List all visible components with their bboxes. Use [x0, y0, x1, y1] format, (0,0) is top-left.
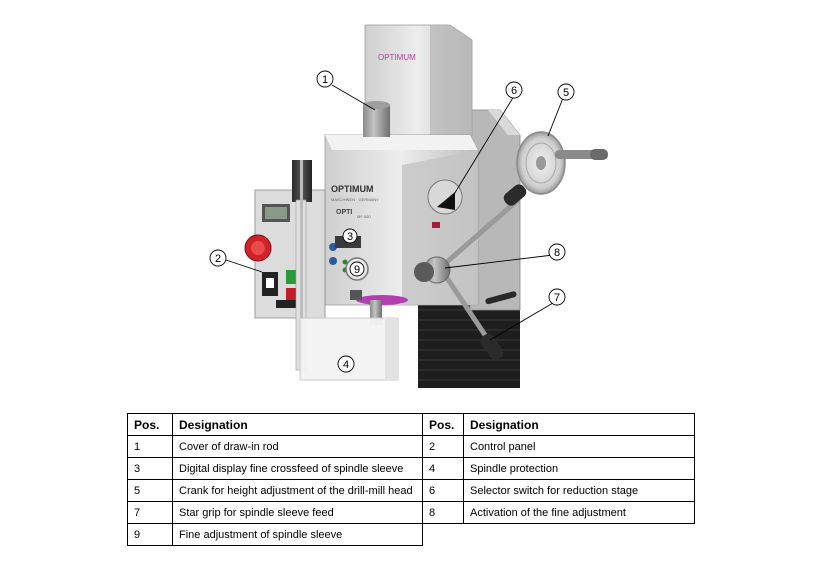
table-row: 1 Cover of draw-in rod 2 Control panel: [127, 435, 695, 458]
svg-text:6: 6: [511, 85, 517, 97]
table-cell-pos: 1: [127, 435, 173, 458]
machine-illustration: OPTIMUM OPTIMUM MASCHINEN · GERMANY OPTI…: [209, 24, 608, 388]
star-grip: [414, 184, 527, 361]
callout-1: 1: [316, 70, 334, 88]
callouts: 1 2 3 4 5 6 7: [209, 70, 575, 373]
drill-mill-drawing: OPTIMUM OPTIMUM MASCHINEN · GERMANY OPTI…: [209, 24, 608, 388]
height-crank-handwheel: [516, 131, 608, 195]
svg-text:7: 7: [554, 292, 560, 304]
start-button: [286, 270, 298, 284]
table-row: 7 Star grip for spindle sleeve feed 8 Ac…: [127, 501, 695, 524]
table-cell-designation: Star grip for spindle sleeve feed: [172, 501, 423, 524]
table-header-row: Pos. Designation Pos. Designation: [127, 413, 695, 436]
svg-text:9: 9: [354, 264, 360, 276]
callout-4: 4: [337, 355, 355, 373]
table-cell-pos: 7: [127, 501, 173, 524]
spindle-protection: [299, 317, 399, 381]
table-row: 3 Digital display fine crossfeed of spin…: [127, 457, 695, 480]
table-cell-designation: Crank for height adjustment of the drill…: [172, 479, 423, 502]
selector-switch: [427, 179, 463, 228]
callout-leaders: [225, 84, 564, 341]
callout-8: 8: [548, 243, 566, 261]
header-designation-left: Designation: [172, 413, 423, 436]
table-cell-designation: Cover of draw-in rod: [172, 435, 423, 458]
header-pos-right: Pos.: [422, 413, 464, 436]
table-row: 9 Fine adjustment of spindle sleeve: [127, 523, 695, 546]
table-cell-designation: Digital display fine crossfeed of spindl…: [172, 457, 423, 480]
table-cell-designation: Selector switch for reduction stage: [463, 479, 695, 502]
table-cell-pos: 3: [127, 457, 173, 480]
table-cell-pos: 8: [422, 501, 464, 524]
header-pos-left: Pos.: [127, 413, 173, 436]
callout-6: 6: [505, 81, 523, 99]
control-panel: [244, 160, 326, 371]
svg-text:3: 3: [347, 231, 353, 243]
table-cell-pos: 4: [422, 457, 464, 480]
table-cell-pos: 9: [127, 523, 173, 546]
table-cell-designation: Spindle protection: [463, 457, 695, 480]
stop-button: [286, 288, 298, 302]
head-button-blue-2: [329, 257, 337, 265]
svg-text:1: 1: [322, 74, 328, 86]
table-cell-empty: [464, 524, 695, 546]
table-cell-pos: 5: [127, 479, 173, 502]
svg-text:2: 2: [215, 253, 221, 265]
motor-housing: OPTIMUM: [364, 24, 473, 136]
table-cell-designation: Control panel: [463, 435, 695, 458]
svg-text:5: 5: [563, 87, 569, 99]
svg-text:8: 8: [554, 247, 560, 259]
callout-7: 7: [548, 288, 566, 306]
brand-top-label: OPTIMUM: [378, 53, 416, 62]
model-sub-label: MF 500: [357, 214, 371, 219]
table-cell-designation: Activation of the fine adjustment: [463, 501, 695, 524]
svg-text:4: 4: [343, 359, 349, 371]
brand-tagline: MASCHINEN · GERMANY: [331, 197, 379, 202]
table-cell-pos: 6: [422, 479, 464, 502]
table-cell-empty: [423, 524, 464, 546]
callout-5: 5: [557, 83, 575, 101]
brand-head-label: OPTIMUM: [331, 184, 374, 194]
table-cell-pos: 2: [422, 435, 464, 458]
callout-2: 2: [209, 249, 227, 267]
header-designation-right: Designation: [463, 413, 695, 436]
table-cell-designation: Fine adjustment of spindle sleeve: [172, 523, 423, 546]
callout-9: 9: [349, 261, 365, 277]
parts-table: Pos. Designation Pos. Designation 1 Cove…: [127, 413, 695, 546]
callout-3: 3: [342, 228, 358, 244]
table-row: 5 Crank for height adjustment of the dri…: [127, 479, 695, 502]
model-label: OPTI: [336, 209, 352, 216]
draw-in-rod-cover: [363, 101, 390, 137]
